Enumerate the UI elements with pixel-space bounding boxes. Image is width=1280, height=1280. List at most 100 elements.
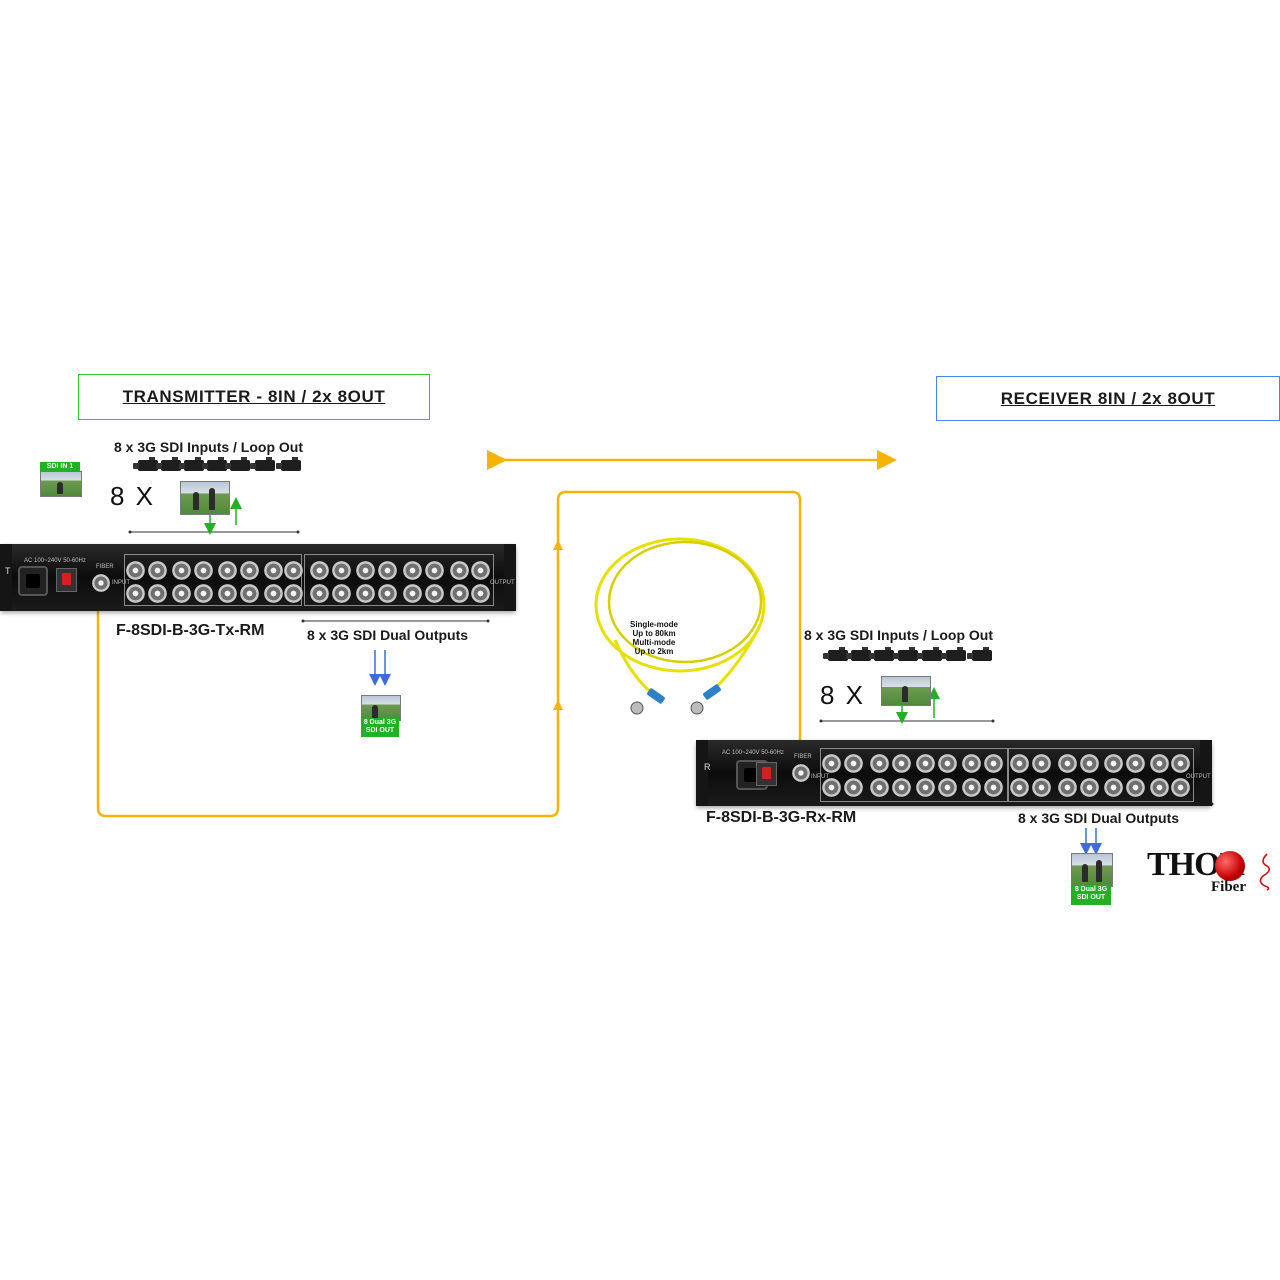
bnc-connector bbox=[1010, 778, 1029, 797]
bnc-connector bbox=[148, 584, 167, 603]
bnc-connector bbox=[892, 778, 911, 797]
bnc-connector bbox=[1150, 778, 1169, 797]
rx-power-switch bbox=[756, 762, 777, 786]
tx-output-tag-line2: SDI OUT bbox=[365, 727, 395, 734]
bnc-connector bbox=[425, 561, 444, 580]
bnc-connector bbox=[1126, 778, 1145, 797]
tx-input-panel bbox=[124, 554, 302, 606]
receiver-title: RECEIVER 8IN / 2x 8OUT bbox=[936, 376, 1280, 421]
tx-inputs-label: 8 x 3G SDI Inputs / Loop Out bbox=[114, 439, 304, 455]
bnc-connector bbox=[1058, 754, 1077, 773]
fiber-spec-line3: Multi-mode bbox=[632, 638, 676, 647]
bnc-connector bbox=[378, 584, 397, 603]
bnc-connector bbox=[172, 561, 191, 580]
bnc-connector bbox=[450, 584, 469, 603]
bnc-connector bbox=[126, 584, 145, 603]
fiber-cable bbox=[594, 537, 766, 715]
bnc-connector bbox=[378, 561, 397, 580]
bnc-connector bbox=[148, 561, 167, 580]
rx-output-tag-line1: 8 Dual 3G bbox=[1074, 886, 1108, 893]
bnc-connector bbox=[822, 778, 841, 797]
bnc-connector bbox=[1032, 754, 1051, 773]
rx-model: F-8SDI-B-3G-Rx-RM bbox=[706, 809, 857, 826]
fiber-spec-label: Single-mode Up to 80km Multi-mode Up to … bbox=[622, 620, 686, 656]
bnc-connector bbox=[471, 561, 490, 580]
bnc-connector bbox=[356, 584, 375, 603]
bnc-connector bbox=[938, 754, 957, 773]
tx-model: F-8SDI-B-3G-Tx-RM bbox=[116, 622, 265, 639]
rx-input-thumbnail bbox=[881, 676, 931, 706]
bnc-connector bbox=[403, 584, 422, 603]
tx-output-panel bbox=[304, 554, 494, 606]
bnc-connector bbox=[1010, 754, 1029, 773]
tx-output-thumbnail bbox=[361, 695, 401, 721]
rx-power-spec: AC 100~240V 50-60Hz bbox=[722, 750, 784, 756]
camera-icon bbox=[179, 457, 204, 471]
sdi-in-thumbnail bbox=[40, 471, 82, 497]
bnc-connector bbox=[172, 584, 191, 603]
camera-icon bbox=[917, 647, 942, 661]
tx-fiber-port bbox=[92, 574, 110, 592]
tx-output-tag-line1: 8 Dual 3G bbox=[363, 719, 397, 726]
bnc-connector bbox=[264, 561, 283, 580]
bnc-connector bbox=[1150, 754, 1169, 773]
bnc-connector bbox=[870, 778, 889, 797]
bnc-connector bbox=[984, 754, 1003, 773]
rx-output-label: OUTPUT bbox=[1186, 774, 1211, 780]
lightning-icon bbox=[1259, 853, 1271, 891]
transmitter-unit: T AC 100~240V 50-60Hz FIBER INPUT OUTPUT bbox=[0, 544, 516, 611]
tx-multiplier: 8 X bbox=[110, 481, 156, 511]
tx-input-thumbnail bbox=[180, 481, 230, 515]
receiver-unit: R AC 100~240V 50-60Hz FIBER INPUT OUTPUT bbox=[696, 740, 1212, 806]
camera-icon bbox=[156, 457, 181, 471]
bnc-connector bbox=[310, 584, 329, 603]
rx-input-panel bbox=[820, 748, 1008, 802]
bnc-connector bbox=[962, 778, 981, 797]
bnc-connector bbox=[916, 778, 935, 797]
bnc-connector bbox=[332, 561, 351, 580]
rx-output-tag-line2: SDI OUT bbox=[1076, 894, 1106, 901]
bnc-connector bbox=[356, 561, 375, 580]
bnc-connector bbox=[822, 754, 841, 773]
rx-inputs-label: 8 x 3G SDI Inputs / Loop Out bbox=[804, 627, 994, 643]
bnc-connector bbox=[194, 584, 213, 603]
bnc-connector bbox=[1126, 754, 1145, 773]
camera-icon bbox=[276, 457, 301, 471]
bnc-connector bbox=[962, 754, 981, 773]
rx-output-thumbnail bbox=[1071, 853, 1113, 887]
rx-fiber-port bbox=[792, 764, 810, 782]
bnc-connector bbox=[310, 561, 329, 580]
tx-output-tag: 8 Dual 3G SDI OUT bbox=[361, 718, 399, 737]
bnc-connector bbox=[844, 754, 863, 773]
rx-outputs-label: 8 x 3G SDI Dual Outputs bbox=[1018, 810, 1180, 826]
camera-icon bbox=[202, 457, 227, 471]
bnc-connector bbox=[264, 584, 283, 603]
tx-side-letter: T bbox=[5, 566, 11, 576]
bnc-connector bbox=[403, 561, 422, 580]
bnc-connector bbox=[471, 584, 490, 603]
tx-power-spec: AC 100~240V 50-60Hz bbox=[24, 558, 86, 564]
bnc-connector bbox=[844, 778, 863, 797]
bnc-connector bbox=[1171, 778, 1190, 797]
bnc-connector bbox=[1104, 754, 1123, 773]
rx-side-letter: R bbox=[704, 762, 711, 772]
logo-sub-text: Fiber bbox=[1211, 879, 1246, 895]
camera-icon bbox=[941, 647, 966, 661]
bnc-connector bbox=[1080, 754, 1099, 773]
camera-icon bbox=[250, 457, 275, 471]
bnc-connector bbox=[284, 584, 303, 603]
bnc-connector bbox=[240, 584, 259, 603]
bnc-connector bbox=[984, 778, 1003, 797]
tx-fiber-port-label: FIBER bbox=[96, 564, 114, 570]
camera-icon bbox=[869, 647, 894, 661]
rx-multiplier: 8 X bbox=[820, 680, 866, 710]
fiber-spec-line4: Up to 2km bbox=[634, 647, 674, 656]
bnc-connector bbox=[218, 561, 237, 580]
bnc-connector bbox=[284, 561, 303, 580]
fiber-spec-line1: Single-mode bbox=[629, 620, 678, 629]
bnc-connector bbox=[1058, 778, 1077, 797]
bnc-connector bbox=[332, 584, 351, 603]
transmitter-title: TRANSMITTER - 8IN / 2x 8OUT bbox=[78, 374, 430, 420]
tx-power-switch bbox=[56, 568, 77, 592]
bnc-connector bbox=[938, 778, 957, 797]
